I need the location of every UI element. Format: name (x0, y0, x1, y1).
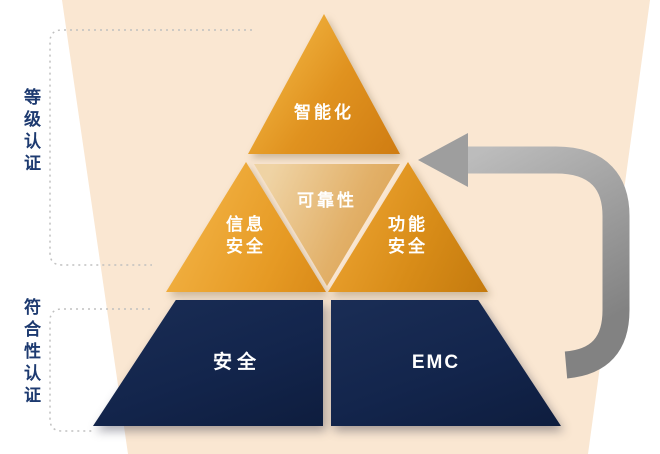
information-security-label: 信息 安全 (226, 215, 266, 256)
pyramid-bottom-emc: EMC (331, 300, 561, 426)
functional-safety-label: 功能 安全 (388, 215, 428, 256)
intelligence-label: 智能化 (294, 103, 354, 122)
conformity-certification-label: 符合性认证 (21, 298, 40, 408)
intelligence-triangle (248, 14, 400, 154)
conformity-certification-bracket (49, 308, 150, 432)
safety-label: 安全 (212, 352, 261, 373)
pyramid-top-intelligence: 智能化 (248, 14, 400, 154)
pyramid-bottom-safety: 安全 (93, 300, 323, 426)
pyramid-mid-functional-safety: 功能 安全 (328, 162, 488, 292)
level-certification-label: 等级认证 (21, 88, 40, 176)
reliability-label: 可靠性 (297, 191, 357, 210)
emc-label: EMC (411, 352, 461, 373)
curved-arrow-icon (418, 133, 630, 379)
